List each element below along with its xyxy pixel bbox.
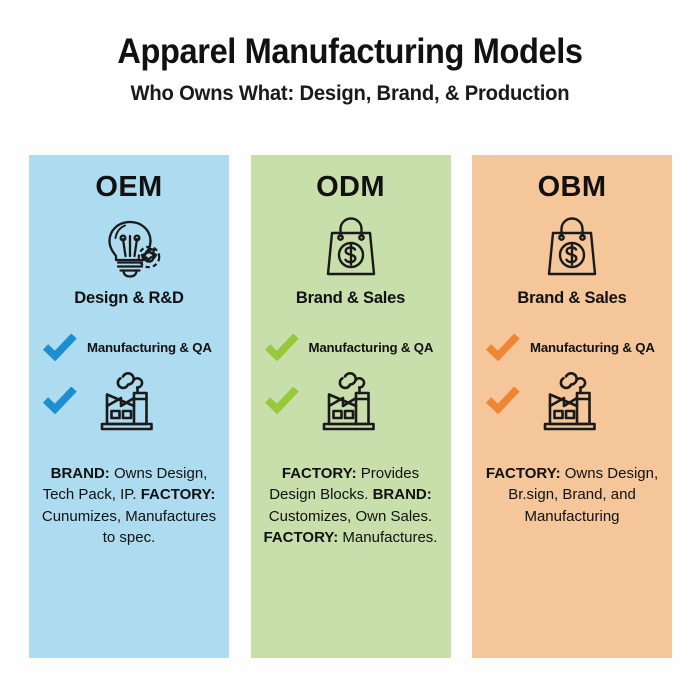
role-label-odm: Brand & Sales xyxy=(295,289,406,307)
factory-icon xyxy=(93,366,165,434)
role-label-obm: Brand & Sales xyxy=(517,289,627,307)
check-icon xyxy=(43,386,77,414)
qa-check-row-obm: Manufacturing & QA xyxy=(472,333,672,361)
description-odm: FACTORY: Provides Design Blocks. BRAND: … xyxy=(262,463,440,548)
desc-bold-factory2: FACTORY: xyxy=(263,528,339,546)
column-title-odm: ODM xyxy=(316,171,385,203)
description-oem: BRAND: Owns Design, Tech Pack, IP. FACTO… xyxy=(40,463,218,548)
qa-label-odm: Manufacturing & QA xyxy=(308,339,434,355)
qa-label-obm: Manufacturing & QA xyxy=(530,339,655,355)
model-columns: OEM xyxy=(29,155,672,658)
desc-text-brand: Customizes, Own Sales. xyxy=(268,507,433,525)
factory-row-odm xyxy=(251,363,451,437)
factory-icon xyxy=(315,366,387,434)
role-label-oem: Design & R&D xyxy=(74,289,184,307)
check-icon xyxy=(264,333,299,361)
factory-row-obm xyxy=(472,363,672,437)
qa-label-oem: Manufacturing & QA xyxy=(87,339,212,355)
desc-text-factory: Cunumizes, Manufactures to spec. xyxy=(41,507,217,546)
page-subtitle: Who Owns What: Design, Brand, & Producti… xyxy=(130,80,570,105)
desc-text-factory1: Provides Design Blocks. xyxy=(269,465,420,504)
check-icon xyxy=(264,386,299,414)
desc-text-brand: Owns Design, Tech Pack, IP. xyxy=(42,465,208,504)
desc-bold-brand: BRAND: xyxy=(50,465,110,482)
column-title-obm: OBM xyxy=(537,171,607,203)
description-obm: FACTORY: Owns Design, Br.sign, Brand, an… xyxy=(483,463,661,527)
desc-bold-brand: BRAND: xyxy=(372,486,432,504)
column-oem: OEM xyxy=(29,155,229,658)
desc-bold-factory: FACTORY: xyxy=(485,465,561,482)
check-icon xyxy=(43,333,77,361)
check-icon xyxy=(486,333,520,361)
qa-check-row-odm: Manufacturing & QA xyxy=(251,333,451,361)
column-odm: ODM Brand & Sales xyxy=(250,155,451,658)
desc-text-factory: Owns Design, Br.sign, Brand, and Manufac… xyxy=(508,465,659,525)
shopping-bag-dollar-icon xyxy=(541,214,603,280)
header: Apparel Manufacturing Models Who Owns Wh… xyxy=(0,32,700,106)
desc-bold-factory: FACTORY: xyxy=(140,486,216,504)
factory-icon xyxy=(536,366,608,434)
column-obm: OBM Brand & Sales xyxy=(472,155,672,658)
column-title-oem: OEM xyxy=(95,171,163,203)
lightbulb-gear-icon xyxy=(92,214,166,280)
check-icon xyxy=(486,386,520,414)
factory-row-oem xyxy=(29,363,229,437)
desc-bold-factory1: FACTORY: xyxy=(281,465,357,482)
qa-check-row-oem: Manufacturing & QA xyxy=(29,333,229,361)
desc-text-factory2: Manufactures. xyxy=(338,528,438,546)
page-title: Apparel Manufacturing Models xyxy=(117,32,583,71)
shopping-bag-dollar-icon xyxy=(320,214,382,280)
